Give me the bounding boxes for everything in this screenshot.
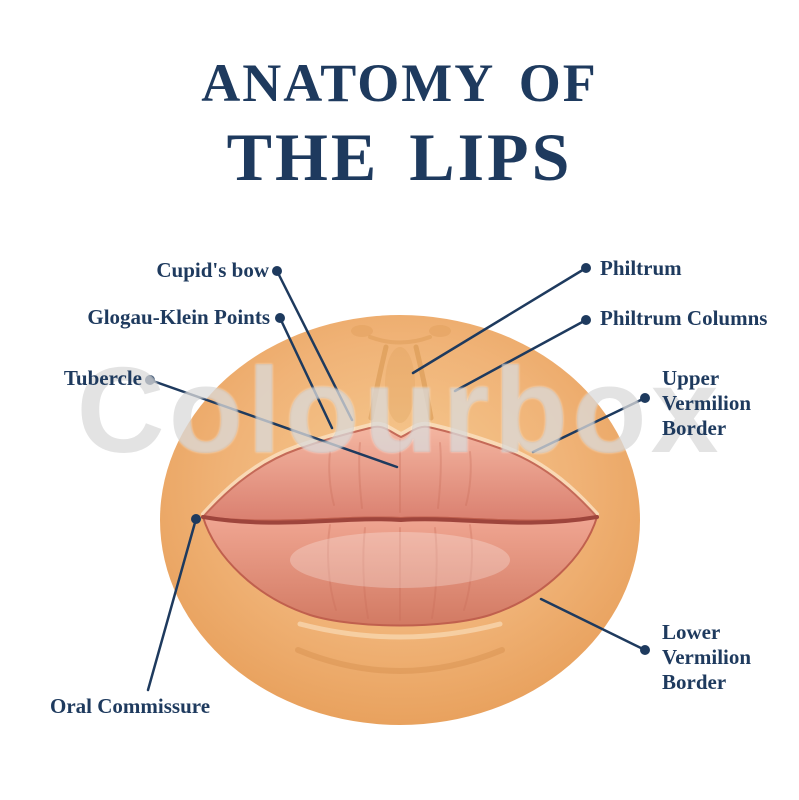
- mouth-line: [201, 515, 599, 525]
- label-tubercle: Tubercle: [63, 366, 142, 390]
- upper-vermilion-dot: [640, 393, 650, 403]
- upper-vermilion-highlight: [201, 421, 599, 516]
- page-title-line1: ANATOMY OF: [201, 53, 598, 113]
- leader-lines: [146, 266, 647, 692]
- page-title-line2: THE LIPS: [226, 119, 573, 195]
- oral-commissure-line: [146, 517, 198, 692]
- label-upper-vermilion-border: Upper Vermilion Border: [662, 366, 752, 440]
- leader-dots: [145, 263, 650, 655]
- philtrum-column-left: [368, 344, 389, 421]
- lower-vermilion-line: [539, 597, 647, 652]
- philtrum-columns-dot: [581, 315, 591, 325]
- label-cupids-bow: Cupid's bow: [156, 258, 269, 282]
- label-lower-vermilion-border: Lower Vermilion Border: [662, 620, 752, 694]
- cupids-bow-line: [275, 269, 354, 422]
- tubercle-dot: [145, 375, 155, 385]
- glogau-klein-dot: [275, 313, 285, 323]
- philtrum-dot: [581, 263, 591, 273]
- glogau-klein-line: [278, 316, 334, 430]
- cupids-bow-dot: [272, 266, 282, 276]
- lower-lip-rim-highlight: [297, 621, 503, 640]
- tubercle-line: [148, 378, 399, 469]
- lower-lip-highlight: [290, 532, 510, 588]
- philtrum-line: [411, 266, 588, 375]
- lower-vermilion-dot: [640, 645, 650, 655]
- philtrum-columns-line: [453, 318, 588, 393]
- upper-vermilion-line: [531, 396, 647, 454]
- label-oral-commissure: Oral Commissure: [50, 694, 211, 718]
- oral-commissure-dot: [191, 514, 201, 524]
- label-philtrum-columns: Philtrum Columns: [600, 306, 768, 330]
- lip-striations: [327, 439, 473, 621]
- label-glogau-klein-points: Glogau-Klein Points: [87, 305, 270, 329]
- chin-crease: [295, 647, 505, 674]
- philtrum-column-right: [413, 344, 434, 421]
- label-philtrum: Philtrum: [600, 256, 682, 280]
